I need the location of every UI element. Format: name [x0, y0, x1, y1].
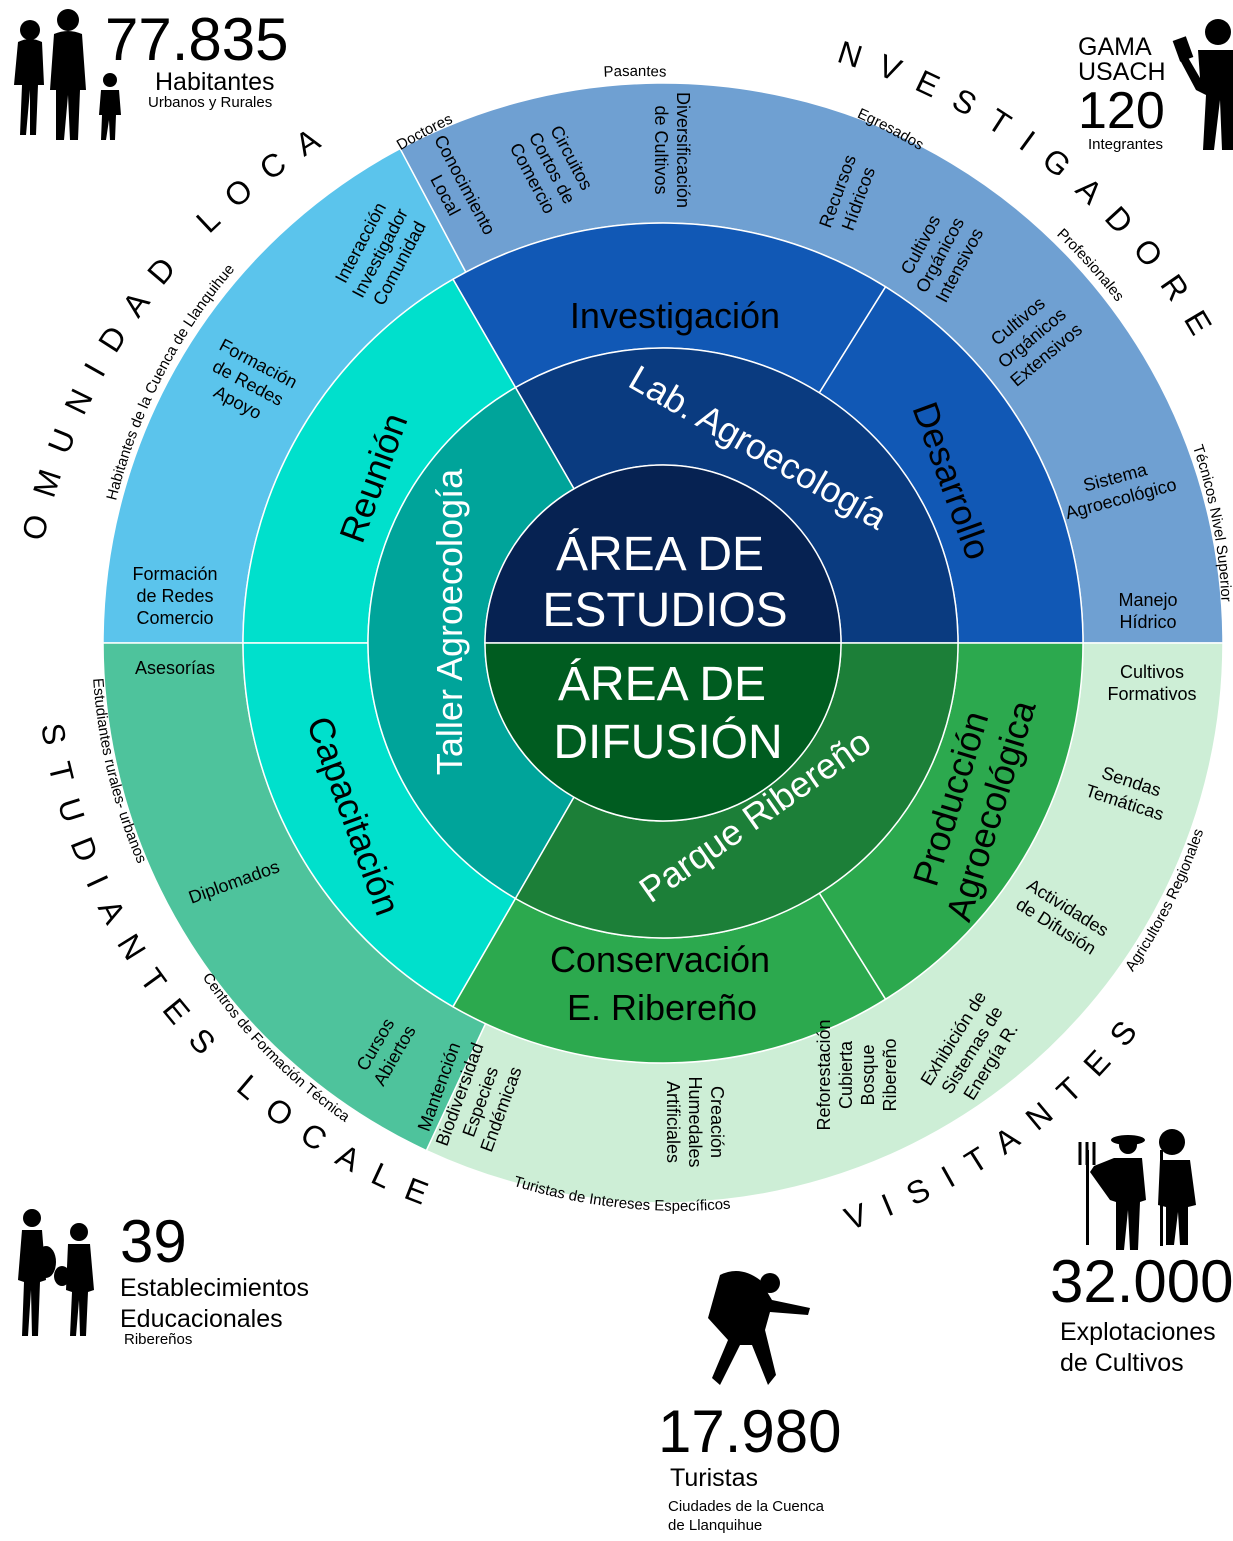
stat-establecimientos: 39 Establecimientos Educacionales Ribere…: [120, 1208, 309, 1348]
area-estudios-line1: ÁREA DE: [556, 528, 764, 581]
center-diffusion: [484, 642, 842, 822]
gama-number: 120: [1078, 82, 1165, 140]
farmers-icon: [1078, 1129, 1196, 1250]
hiker-icon: [708, 1271, 810, 1385]
habitantes-label: Habitantes: [155, 68, 275, 96]
conservacion-label: Conservación E. Ribereño: [550, 939, 770, 1028]
stat-explotaciones: 32.000 Explotaciones de Cultivos: [1050, 1252, 1233, 1376]
establecimientos-number: 39: [120, 1208, 187, 1275]
outer-item-2: Diversificaciónde Cultivos: [651, 92, 693, 208]
outer-item-15: CreaciónHumedalesArtificiales: [663, 1076, 727, 1167]
turistas-label: Turistas: [670, 1464, 758, 1492]
gama-line2: USACH: [1078, 58, 1166, 86]
area-difusion-line2: DIFUSIÓN: [553, 715, 782, 769]
explotaciones-line1: Explotaciones: [1060, 1318, 1216, 1346]
area-estudios-line2: ESTUDIOS: [542, 584, 787, 637]
family-icon: [14, 9, 121, 140]
stat-gama: GAMA USACH 120 Integrantes: [1078, 33, 1166, 153]
explotaciones-number: 32.000: [1050, 1248, 1233, 1315]
turistas-sub1: Ciudades de la Cuenca: [668, 1498, 824, 1515]
gama-line1: GAMA: [1078, 33, 1152, 61]
svg-text:Conservación: Conservación: [550, 939, 770, 980]
habitantes-number: 77.835: [105, 6, 289, 73]
stat-turistas: 17.980 Turistas Ciudades de la Cuenca de…: [658, 1398, 842, 1534]
scientist-icon: [1172, 19, 1233, 150]
rim-pasantes: Pasantes: [603, 63, 667, 81]
gama-sub: Integrantes: [1088, 136, 1164, 153]
outer-item-11: Asesorías: [135, 658, 215, 678]
establecimientos-line2: Educacionales: [120, 1305, 283, 1333]
turistas-number: 17.980: [658, 1398, 842, 1465]
explotaciones-line2: de Cultivos: [1060, 1349, 1184, 1377]
svg-text:E. Ribereño: E. Ribereño: [567, 987, 757, 1028]
center-studies: [484, 464, 842, 644]
establecimientos-sub: Ribereños: [124, 1331, 193, 1348]
turistas-sub2: de Llanquihue: [668, 1517, 763, 1534]
stat-habitantes: 77.835 Habitantes Urbanos y Rurales: [105, 6, 289, 111]
taller-agroecologia-label: Taller Agroecología: [429, 468, 470, 775]
students-icon: [18, 1209, 94, 1336]
investigacion-label: Investigación: [570, 295, 780, 336]
establecimientos-line1: Establecimientos: [120, 1274, 309, 1302]
center-labels: ÁREA DE ESTUDIOS ÁREA DE DIFUSIÓN: [542, 528, 787, 769]
area-difusion-line1: ÁREA DE: [558, 658, 766, 711]
habitantes-sub: Urbanos y Rurales: [148, 94, 273, 111]
